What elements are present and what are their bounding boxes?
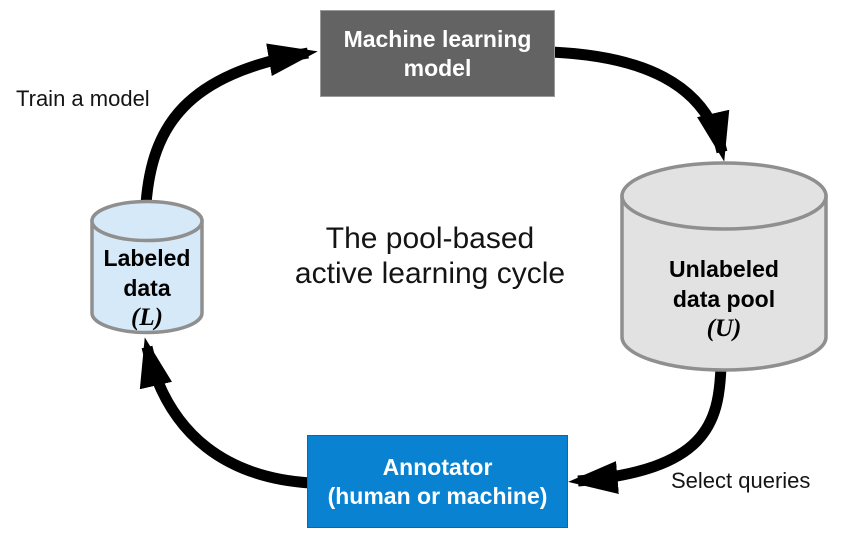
train-arrow (140, 43, 318, 205)
select-queries-label: Select queries (671, 468, 811, 493)
labeled-cylinder-top (90, 199, 204, 243)
machine-learning-model-node: Machine learning model (320, 10, 555, 97)
diagram-title: The pool-based active learning cycle (245, 221, 615, 292)
labeled-label-line1: Labeled (103, 245, 191, 271)
unlabeled-label-line2: data pool (672, 286, 776, 313)
labeled-data-label: Labeled data (L) (90, 243, 204, 332)
labeled-cylinder-body (90, 219, 204, 335)
unlabeled-cylinder-body (620, 194, 828, 372)
labeled-symbol: (L) (131, 303, 163, 331)
annotator-label-line2: (human or machine) (327, 482, 548, 509)
annotator-to-labeled-arrow (139, 337, 312, 489)
model-label-line2: model (403, 54, 472, 81)
model-label-line1: Machine learning (343, 26, 532, 53)
annotator-label-line1: Annotator (382, 454, 493, 481)
labeled-label-line2: data (123, 275, 171, 302)
train-a-model-label: Train a model (16, 86, 150, 111)
unlabeled-pool-label: Unlabeled data pool (U) (622, 254, 826, 343)
cycle-arrows (139, 43, 730, 495)
diagram-title-line1: The pool-based (325, 222, 535, 255)
labeled-data-cylinder (90, 199, 204, 335)
annotator-node: Annotator (human or machine) (307, 435, 568, 528)
select-queries-arrow (568, 365, 727, 495)
diagram-title-line2: active learning cycle (294, 257, 566, 291)
unlabeled-pool-cylinder (620, 161, 828, 372)
model-to-pool-arrow (550, 46, 730, 162)
unlabeled-symbol: (U) (706, 314, 742, 342)
unlabeled-cylinder-top (620, 161, 828, 231)
unlabeled-label-line1: Unlabeled (669, 256, 779, 282)
